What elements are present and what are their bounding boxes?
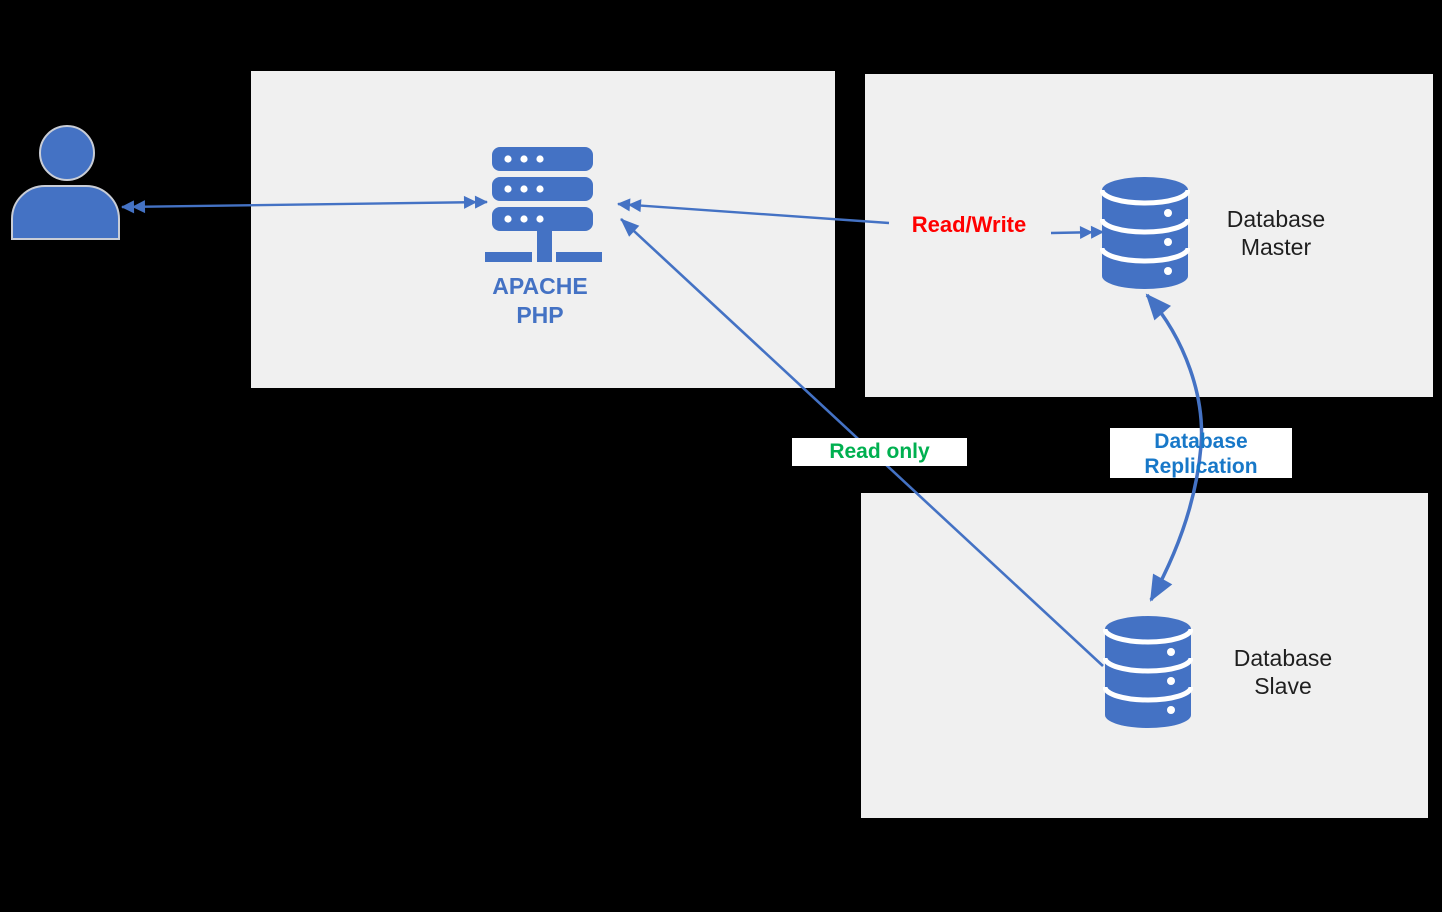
database-master-icon: [1100, 177, 1190, 289]
connector-user-webserver: [121, 195, 488, 214]
db-master-label-line2: Master: [1240, 234, 1312, 260]
readonly-label-bg: [792, 438, 967, 466]
web-server-label-line2: PHP: [516, 302, 564, 328]
person-icon: [39, 125, 95, 181]
db-slave-label-line1: Database: [1233, 645, 1333, 671]
connector-replication: [1145, 293, 1204, 602]
read-only-label: Read only: [829, 440, 930, 463]
web-server-label: APACHE PHP: [462, 272, 618, 330]
db-master-label-line1: Database: [1226, 206, 1326, 232]
database-slave-icon: [1103, 616, 1193, 728]
person-icon-body: [11, 185, 120, 240]
replication-label: Database Replication: [1110, 428, 1292, 479]
replication-label-line1: Database: [1154, 430, 1248, 453]
read-write-label: Read/Write: [911, 212, 1027, 237]
connector-readwrite-to-webserver: [617, 198, 890, 225]
web-server-label-line1: APACHE: [492, 273, 588, 299]
replication-label-line2: Replication: [1144, 455, 1258, 478]
db-slave-label-line2: Slave: [1254, 673, 1312, 699]
connector-readwrite-to-master: [1050, 225, 1104, 239]
server-stack-icon: [485, 147, 602, 262]
db-slave-label: Database Slave: [1207, 644, 1359, 700]
db-master-label: Database Master: [1200, 205, 1352, 261]
